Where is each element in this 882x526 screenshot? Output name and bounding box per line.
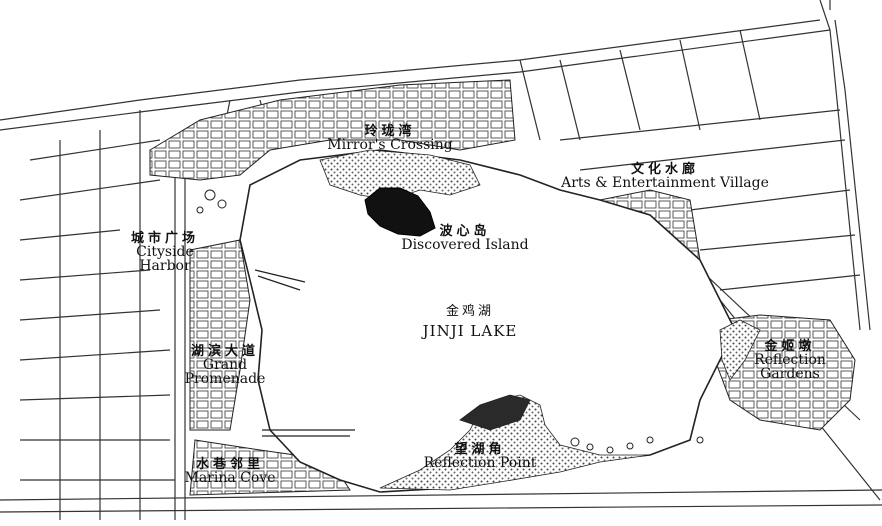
marina-cove-label: 水巷邻里 Marina Cove bbox=[170, 458, 290, 485]
jinji-lake-en: JINJI LAKE bbox=[422, 322, 518, 340]
grand-promenade-label: 湖滨大道 Grand Promenade bbox=[160, 345, 290, 386]
small-islets bbox=[196, 189, 704, 454]
jinji-lake-zh: 金鸡湖 bbox=[445, 304, 494, 319]
cityside-harbor-label: 城市广场 Cityside Harbor bbox=[110, 232, 220, 273]
jinji-lake-shore bbox=[239, 149, 736, 493]
discovered-island-label: 波心岛 Discovered Island bbox=[385, 225, 545, 252]
reflection-point-zh: 望湖角 bbox=[454, 442, 506, 457]
mirrors-crossing-zh: 玲珑湾 bbox=[364, 124, 416, 139]
arts-village-zh: 文化水廊 bbox=[630, 162, 699, 177]
urban-blocks bbox=[149, 79, 856, 496]
cityside-harbor-zh: 城市广场 bbox=[130, 231, 199, 246]
grand-promenade-en: Grand Promenade bbox=[184, 357, 266, 387]
cityside-harbor-en: Cityside Harbor bbox=[136, 244, 194, 274]
discovered-island-zh: 波心岛 bbox=[439, 224, 491, 239]
discovered-island-en: Discovered Island bbox=[401, 237, 529, 253]
grand-promenade-zh: 湖滨大道 bbox=[190, 344, 259, 359]
arts-village-label: 文化水廊 Arts & Entertainment Village bbox=[525, 163, 805, 190]
reflection-point-label: 望湖角 Reflection Point bbox=[405, 443, 555, 470]
jinji-lake-label: 金鸡湖 JINJI LAKE bbox=[405, 305, 535, 339]
marina-cove-zh: 水巷邻里 bbox=[195, 457, 264, 472]
reflection-gardens-zh: 金姬墩 bbox=[764, 339, 816, 354]
reflection-gardens-en: Reflection Gardens bbox=[754, 352, 826, 382]
mirrors-crossing-en: Mirror's Crossing bbox=[327, 137, 453, 153]
reflection-point-en: Reflection Point bbox=[423, 455, 537, 471]
marina-cove-en: Marina Cove bbox=[184, 470, 276, 486]
shore-vegetation bbox=[319, 149, 761, 491]
discovered-island-shape bbox=[364, 187, 436, 237]
mirrors-crossing-label: 玲珑湾 Mirror's Crossing bbox=[310, 125, 470, 152]
piers bbox=[254, 269, 355, 437]
arts-village-en: Arts & Entertainment Village bbox=[561, 175, 769, 191]
reflection-gardens-label: 金姬墩 Reflection Gardens bbox=[735, 340, 845, 381]
